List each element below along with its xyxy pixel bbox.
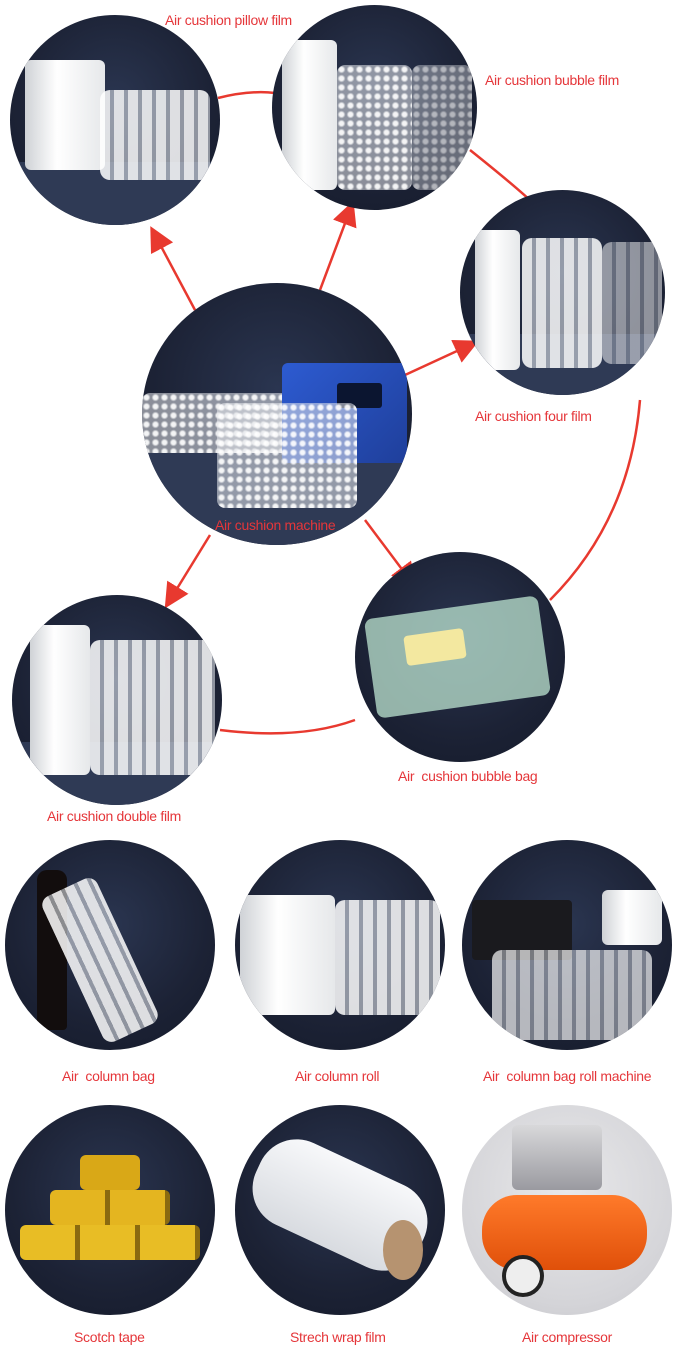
scotch-tape-image (5, 1105, 215, 1315)
label-air-column-machine: Air column bag roll machine (483, 1068, 652, 1084)
air-cushion-machine-image (142, 283, 412, 545)
label-bubble-bag: Air cushion bubble bag (398, 768, 538, 784)
label-four-film: Air cushion four film (475, 408, 592, 424)
four-film-image (460, 190, 665, 395)
label-air-compressor: Air compressor (522, 1329, 612, 1345)
bubble-bag-image (355, 552, 565, 762)
label-air-column-roll: Air column roll (295, 1068, 380, 1084)
flow-arrows (150, 90, 642, 735)
label-stretch-wrap-film: Strech wrap film (290, 1329, 386, 1345)
air-compressor-image (462, 1105, 672, 1315)
label-air-column-bag: Air column bag (62, 1068, 155, 1084)
stretch-wrap-film-image (235, 1105, 445, 1315)
air-column-bag-image (5, 840, 215, 1050)
label-bubble-film: Air cushion bubble film (485, 72, 619, 88)
label-scotch-tape: Scotch tape (74, 1329, 145, 1345)
label-air-cushion-machine: Air cushion machine (215, 517, 336, 533)
air-column-machine-image (462, 840, 672, 1050)
double-film-image (12, 595, 222, 805)
bubble-film-image (272, 5, 477, 210)
label-pillow-film: Air cushion pillow film (165, 12, 292, 28)
label-double-film: Air cushion double film (47, 808, 181, 824)
air-column-roll-image (235, 840, 445, 1050)
pillow-film-image (10, 15, 220, 225)
